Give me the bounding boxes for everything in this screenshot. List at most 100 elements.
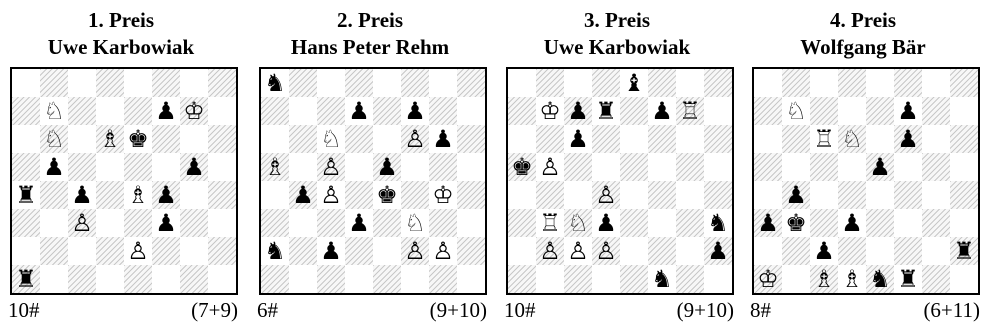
board-square: [345, 69, 373, 97]
board-square: [96, 125, 124, 153]
board-square: [96, 153, 124, 181]
board-square: [592, 125, 620, 153]
black-bishop-icon: ♝: [623, 69, 645, 97]
board-square: [676, 69, 704, 97]
board-square: [838, 153, 866, 181]
board-square: [40, 97, 68, 125]
board-square: [838, 97, 866, 125]
board-square: [12, 69, 40, 97]
board-square: [810, 209, 838, 237]
board-square: [838, 237, 866, 265]
white-knight-icon: ♘: [404, 209, 426, 237]
piece-count: (9+10): [429, 298, 487, 322]
board-square: [810, 181, 838, 209]
white-bishop-icon: ♗: [813, 265, 835, 293]
white-pawn-icon: ♙: [539, 237, 561, 265]
board-square: [620, 153, 648, 181]
board-square: [96, 181, 124, 209]
board-square: [894, 265, 922, 293]
board-square: [866, 69, 894, 97]
board-square: [152, 69, 180, 97]
white-bishop-icon: ♗: [99, 125, 121, 153]
author-name: Uwe Karbowiak: [543, 35, 691, 59]
board-square: [317, 209, 345, 237]
problem-heading: 2. Preis Hans Peter Rehm: [249, 7, 491, 61]
board-square: [592, 209, 620, 237]
board-square: [922, 153, 950, 181]
board-square: [180, 69, 208, 97]
white-rook-icon: ♖: [679, 97, 701, 125]
white-king-icon: ♔: [757, 265, 779, 293]
chessboard: ♝♔♟♜♟♖♟♚♙♙♖♘♟♞♙♙♙♟♞: [506, 67, 734, 295]
black-pawn-icon: ♟: [567, 97, 589, 125]
board-square: [317, 237, 345, 265]
black-pawn-icon: ♟: [155, 97, 177, 125]
board-square: [536, 153, 564, 181]
white-king-icon: ♔: [539, 97, 561, 125]
board-square: [592, 237, 620, 265]
board-square: [676, 181, 704, 209]
black-pawn-icon: ♟: [897, 97, 919, 125]
board-square: [401, 237, 429, 265]
piece-count: (6+11): [923, 298, 980, 322]
board-square: [345, 125, 373, 153]
board-square: [564, 153, 592, 181]
board-square: [564, 237, 592, 265]
board-square: [345, 209, 373, 237]
board-square: [536, 209, 564, 237]
board-square: [401, 153, 429, 181]
board-square: [12, 125, 40, 153]
white-pawn-icon: ♙: [595, 237, 617, 265]
white-pawn-icon: ♙: [404, 237, 426, 265]
black-rook-icon: ♜: [953, 237, 975, 265]
board-square: [620, 69, 648, 97]
black-rook-icon: ♜: [897, 265, 919, 293]
board-square: [894, 209, 922, 237]
board-square: [40, 209, 68, 237]
board-square: [648, 125, 676, 153]
board-square: [508, 209, 536, 237]
black-rook-icon: ♜: [595, 97, 617, 125]
board-square: [317, 125, 345, 153]
board-square: [950, 125, 978, 153]
white-knight-icon: ♘: [43, 125, 65, 153]
board-square: [676, 237, 704, 265]
board-square: [866, 209, 894, 237]
board-square: [401, 125, 429, 153]
board-square: [12, 153, 40, 181]
board-square: [620, 125, 648, 153]
board-square: [180, 97, 208, 125]
board-square: [648, 181, 676, 209]
board-square: [620, 209, 648, 237]
board-square: [457, 181, 485, 209]
board-square: [96, 265, 124, 293]
chessboard: ♘♟♖♘♟♟♟♟♚♟♟♜♔♗♗♞♜: [752, 67, 980, 295]
board-square: [317, 181, 345, 209]
chessboard: ♞♟♟♘♙♟♗♙♟♟♙♚♔♟♘♞♟♙♙: [259, 67, 487, 295]
board-square: [810, 265, 838, 293]
board-square: [754, 265, 782, 293]
board-square: [894, 237, 922, 265]
board-square: [261, 125, 289, 153]
board-square: [152, 97, 180, 125]
board-square: [180, 153, 208, 181]
board-square: [866, 181, 894, 209]
board-square: [457, 69, 485, 97]
board-square: [648, 237, 676, 265]
board-square: [648, 209, 676, 237]
board-square: [124, 209, 152, 237]
board-square: [152, 265, 180, 293]
board-square: [12, 181, 40, 209]
board-square: [564, 181, 592, 209]
black-pawn-icon: ♟: [348, 209, 370, 237]
board-square: [429, 265, 457, 293]
board-square: [40, 153, 68, 181]
board-square: [564, 69, 592, 97]
piece-count: (7+9): [191, 298, 238, 322]
board-square: [345, 181, 373, 209]
board-square: [676, 209, 704, 237]
white-pawn-icon: ♙: [567, 237, 589, 265]
board-square: [289, 97, 317, 125]
board-square: [208, 125, 236, 153]
problem-panel-2: 2. Preis Hans Peter Rehm ♞♟♟♘♙♟♗♙♟♟♙♚♔♟♘…: [249, 0, 491, 327]
